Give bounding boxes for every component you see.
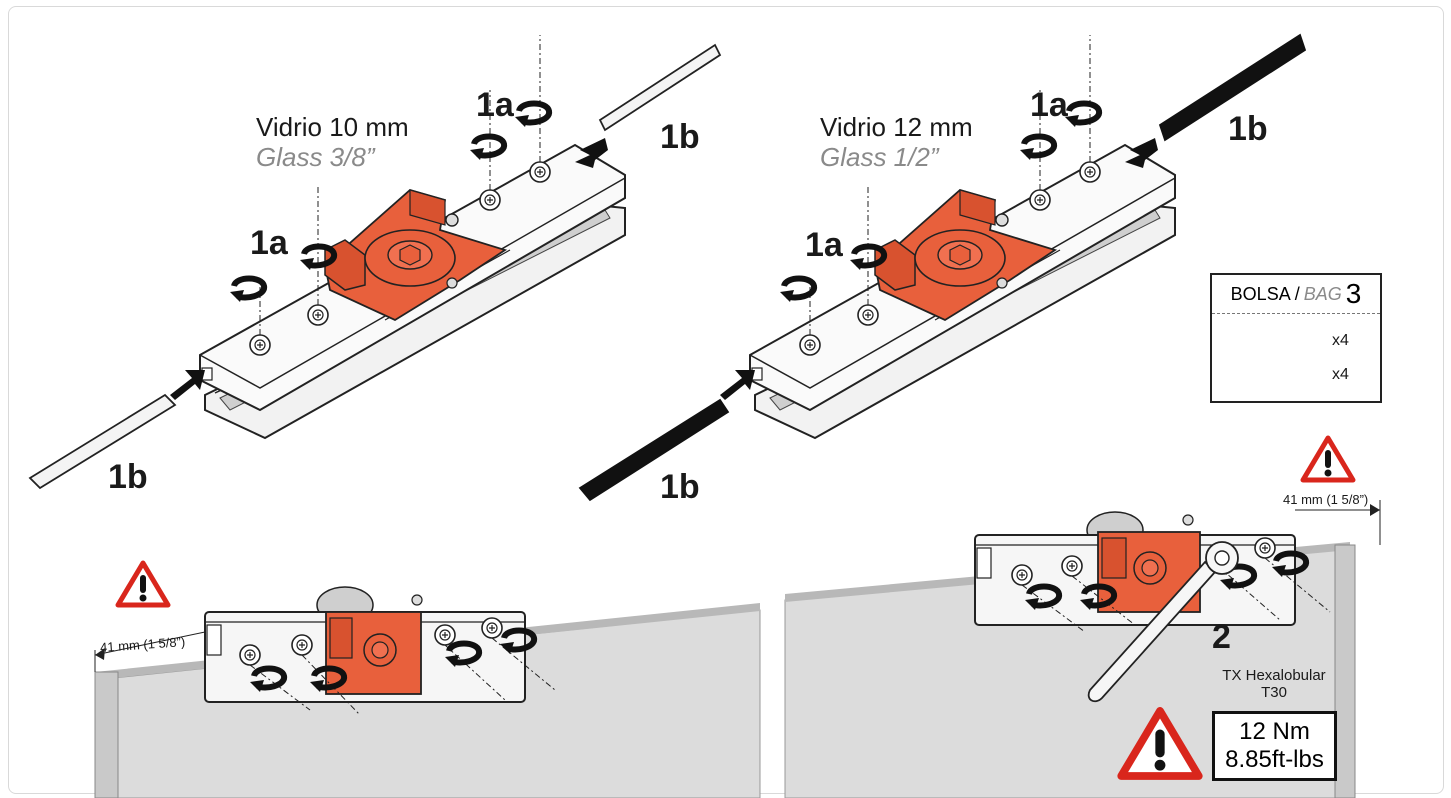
right-mounted-bracket — [974, 500, 1381, 703]
right-step-1a-top: 1a — [1030, 86, 1068, 124]
bag-label-en: BAG — [1303, 283, 1342, 304]
right-step-1b-top: 1b — [1228, 110, 1268, 148]
torque-imperial: 8.85ft-lbs — [1225, 746, 1324, 773]
right-step-1a-bottom: 1a — [805, 226, 843, 264]
clear-glass-strip — [28, 393, 177, 490]
qty-black-strip: x4 — [1332, 366, 1349, 383]
screw-icon — [249, 334, 271, 356]
warning-icon — [118, 563, 168, 605]
right-bracket-assembly — [578, 33, 1307, 502]
tool-line-1: TX Hexalobular — [1222, 667, 1326, 684]
torque-metric: 12 Nm — [1239, 718, 1310, 745]
step-2-label: 2 — [1212, 618, 1231, 656]
right-step-1b-bottom: 1b — [660, 468, 700, 506]
push-arrow-icon — [170, 370, 205, 400]
left-step-1a-top: 1a — [476, 86, 514, 124]
torque-wrench-icon — [1087, 541, 1239, 703]
left-bracket-assembly — [28, 35, 722, 490]
right-title: Vidrio 12 mm — [820, 112, 973, 142]
left-title: Vidrio 10 mm — [256, 112, 409, 142]
bag-label: BOLSA / — [1230, 283, 1300, 304]
left-subtitle: Glass 3/8” — [256, 142, 375, 172]
bag-number: 3 — [1345, 278, 1362, 309]
left-step-1a-bottom: 1a — [250, 224, 288, 262]
rotate-arrow-icon — [230, 279, 264, 303]
right-dimension-label: 41 mm (1 5/8”) — [1283, 492, 1369, 507]
qty-white-strip: x4 — [1332, 332, 1349, 349]
left-mounted-bracket — [94, 586, 556, 716]
left-step-1b-bottom: 1b — [108, 458, 148, 496]
torque-spec-box: 12 Nm 8.85ft-lbs — [1212, 711, 1337, 781]
bag-header: BOLSA / BAG 3 — [1212, 275, 1380, 314]
left-step-1b-top: 1b — [660, 118, 700, 156]
black-gasket-strip — [578, 398, 730, 502]
tool-spec: TX Hexalobular T30 — [1208, 667, 1340, 701]
bag-contents-box: BOLSA / BAG 3 x4 x4 — [1210, 273, 1382, 403]
right-subtitle: Glass 1/2” — [820, 142, 939, 172]
tool-line-2: T30 — [1261, 684, 1287, 701]
